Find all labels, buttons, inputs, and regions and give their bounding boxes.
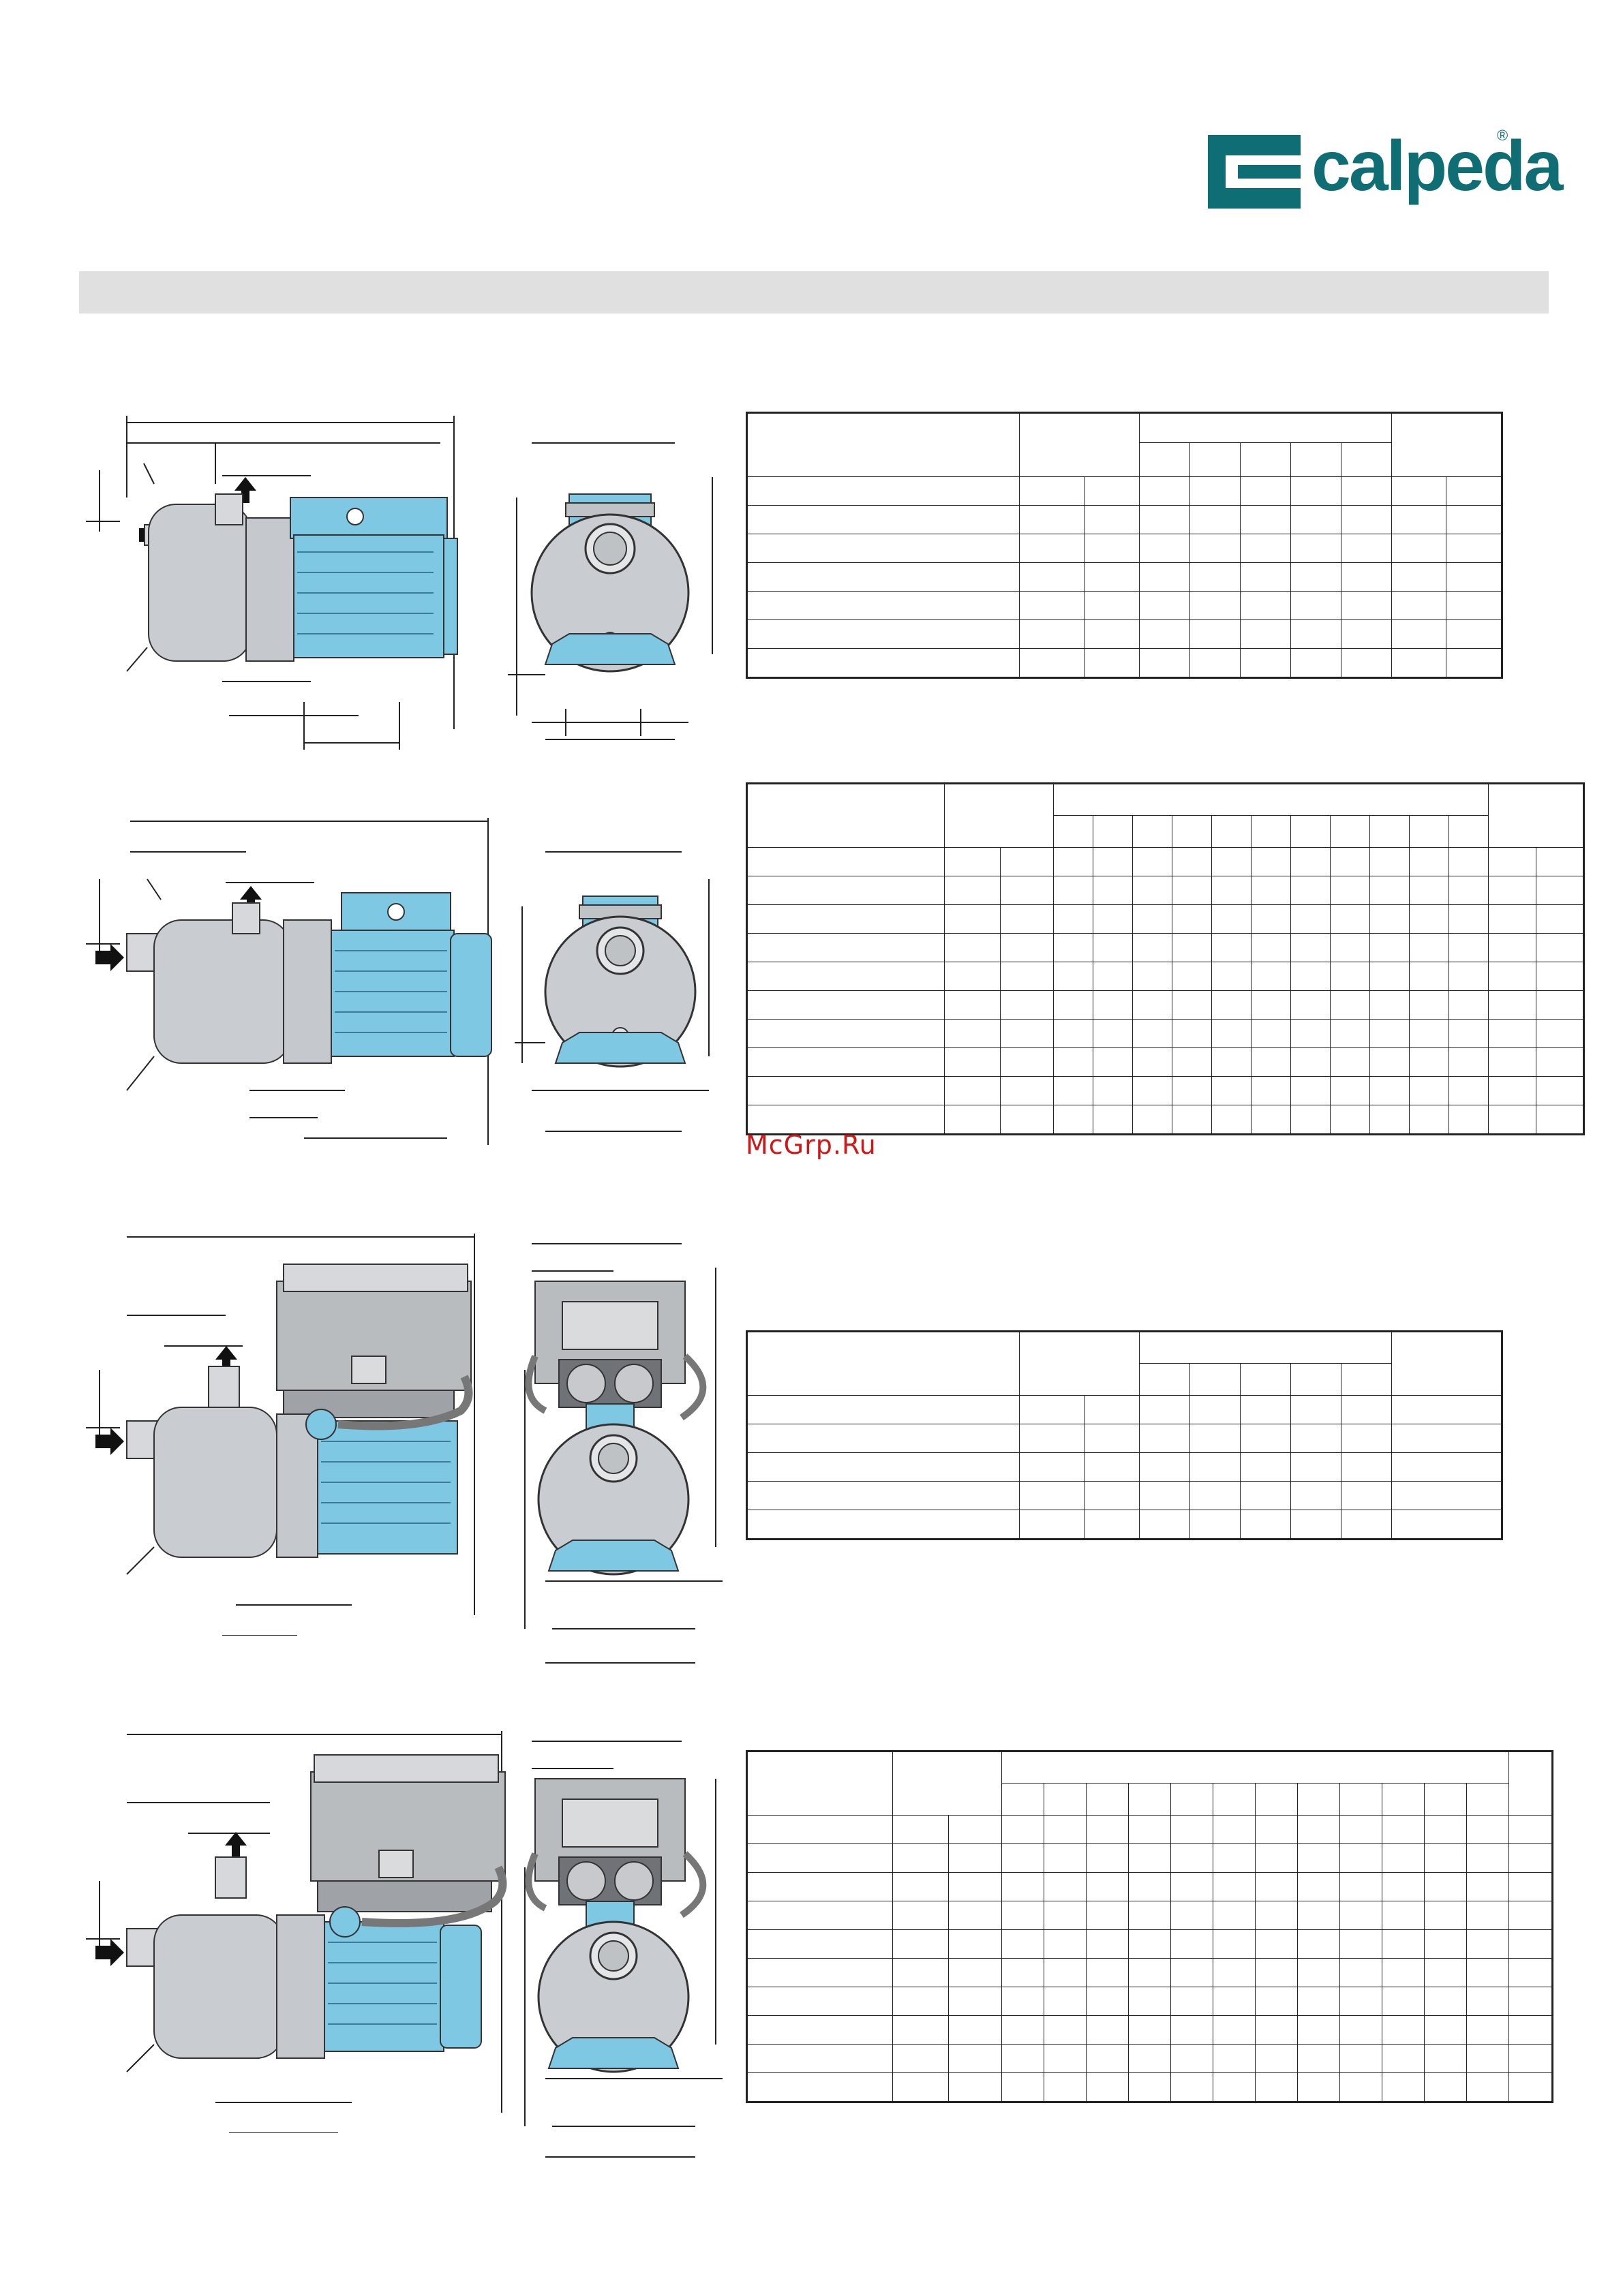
calpeda-logo-mark-icon (1208, 135, 1301, 209)
spec-table-1 (746, 412, 1504, 679)
pump-front-drawing-icon (508, 442, 713, 740)
pump-front-view-2 (511, 838, 729, 1159)
spec-table-2 (746, 782, 1586, 1135)
pump-side-drawing-icon (86, 416, 458, 750)
pump-front-view-3 (518, 1234, 729, 1670)
pump-front-view-1 (504, 429, 723, 750)
pump-side-view-4 (79, 1731, 515, 2133)
section-header-bar (79, 271, 1549, 313)
pump-side-drawing-icon (86, 1731, 507, 2133)
pump-side-view-2 (79, 818, 502, 1159)
pump-front-view-4 (518, 1731, 729, 2167)
spec-table-3 (746, 1330, 1504, 1540)
pump-front-drawing-icon (515, 851, 710, 1132)
watermark-text: McGrp.Ru (746, 1130, 877, 1160)
calpeda-logo: calpeda ® (1208, 127, 1563, 210)
spec-table-4 (746, 1750, 1554, 2103)
pump-side-view-3 (79, 1234, 488, 1636)
registered-mark: ® (1497, 127, 1508, 144)
pump-side-drawing-icon (86, 818, 492, 1145)
brand-wordmark: calpeda (1311, 127, 1563, 206)
pump-side-drawing-icon (86, 1234, 475, 1636)
pump-side-view-1 (79, 402, 481, 756)
pump-front-drawing-icon (524, 1741, 723, 2158)
pump-front-drawing-icon (524, 1243, 723, 1664)
